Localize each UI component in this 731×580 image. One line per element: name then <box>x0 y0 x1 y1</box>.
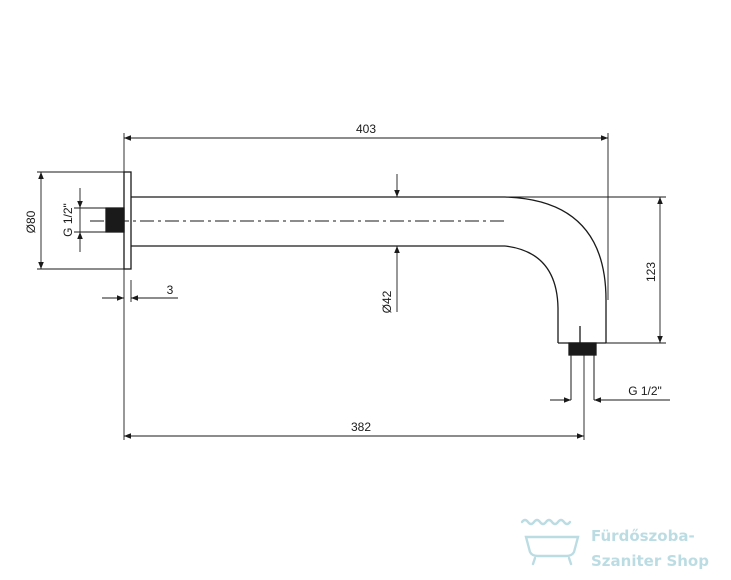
watermark-line2: Szaniter Shop <box>591 552 709 570</box>
dim-overall-length: 403 <box>356 122 376 136</box>
dim-base-length: 382 <box>351 420 371 434</box>
outlet-thread <box>568 342 597 356</box>
dim-flange-thickness: 3 <box>167 283 174 297</box>
watermark-line1: Fürdőszoba- <box>591 527 695 545</box>
extension-lines <box>37 133 666 440</box>
shower-arm <box>105 171 607 400</box>
pipe-outer-bend <box>504 196 607 343</box>
dim-inlet-thread: G 1/2" <box>61 203 75 237</box>
pipe-inner-bend <box>504 245 559 343</box>
dim-pipe-diameter: Ø42 <box>380 290 394 313</box>
bathtub-icon <box>520 518 580 566</box>
dim-outlet-thread: G 1/2" <box>628 384 662 398</box>
watermark: Fürdőszoba- Szaniter Shop <box>520 518 709 570</box>
dim-height: 123 <box>644 262 658 282</box>
inlet-thread <box>105 207 125 233</box>
dim-flange-diameter: Ø80 <box>24 210 38 233</box>
